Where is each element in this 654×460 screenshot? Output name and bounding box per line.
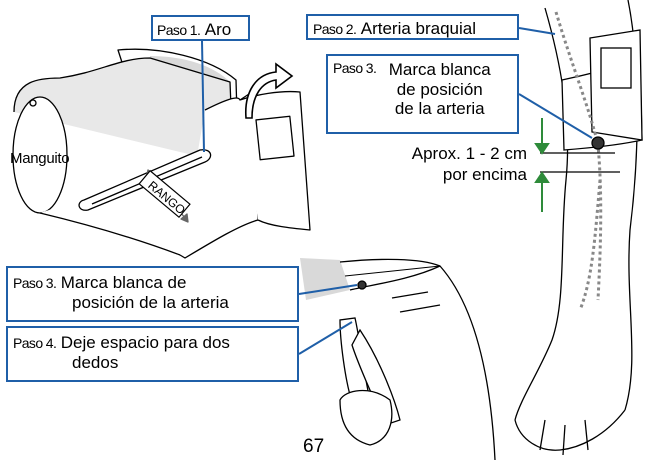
step4-callout: Paso 4. Deje espacio para dos dedos <box>6 326 299 382</box>
step1-text: Aro <box>204 20 232 39</box>
step4-line1: Deje espacio para dos <box>60 333 230 352</box>
step3-bottom-line2: posición de la arteria <box>72 293 229 313</box>
cuff-illustration <box>12 48 311 259</box>
step3-top-callout: Paso 3. Marca blanca de posición de la a… <box>326 54 519 134</box>
distance-note-line1: Aprox. 1 - 2 cm <box>411 144 527 163</box>
distance-arrows <box>534 118 550 212</box>
upper-arm-illustration <box>514 0 643 456</box>
step3-top-line2: de posición <box>396 79 483 99</box>
step2-callout: Paso 2. Arteria braquial <box>306 14 519 40</box>
step4-number: Paso 4. <box>13 335 57 351</box>
rotate-arrow-icon <box>245 62 294 119</box>
distance-note: Aprox. 1 - 2 cm por encima <box>380 143 527 185</box>
distance-note-line2: por encima <box>442 165 527 184</box>
step3-bottom-line1: Marca blanca de <box>60 273 187 292</box>
range-tag <box>138 169 191 219</box>
step4-line2: dedos <box>72 353 119 373</box>
page-number: 67 <box>303 436 325 457</box>
step3-top-line3: de la arteria <box>394 99 485 119</box>
forearm-illustration <box>300 258 496 460</box>
step1-callout: Paso 1. Aro <box>151 15 250 41</box>
step3-top-line1: Marca blanca <box>388 60 491 79</box>
cuff-label: Manguito <box>10 150 70 167</box>
step3-top-number: Paso 3. <box>333 60 377 76</box>
step3-bottom-callout: Paso 3. Marca blanca de posición de la a… <box>6 266 299 322</box>
step2-text: Arteria braquial <box>360 19 477 38</box>
step3-bottom-number: Paso 3. <box>13 275 57 291</box>
step1-number: Paso 1. <box>157 22 201 38</box>
step2-number: Paso 2. <box>313 21 357 37</box>
